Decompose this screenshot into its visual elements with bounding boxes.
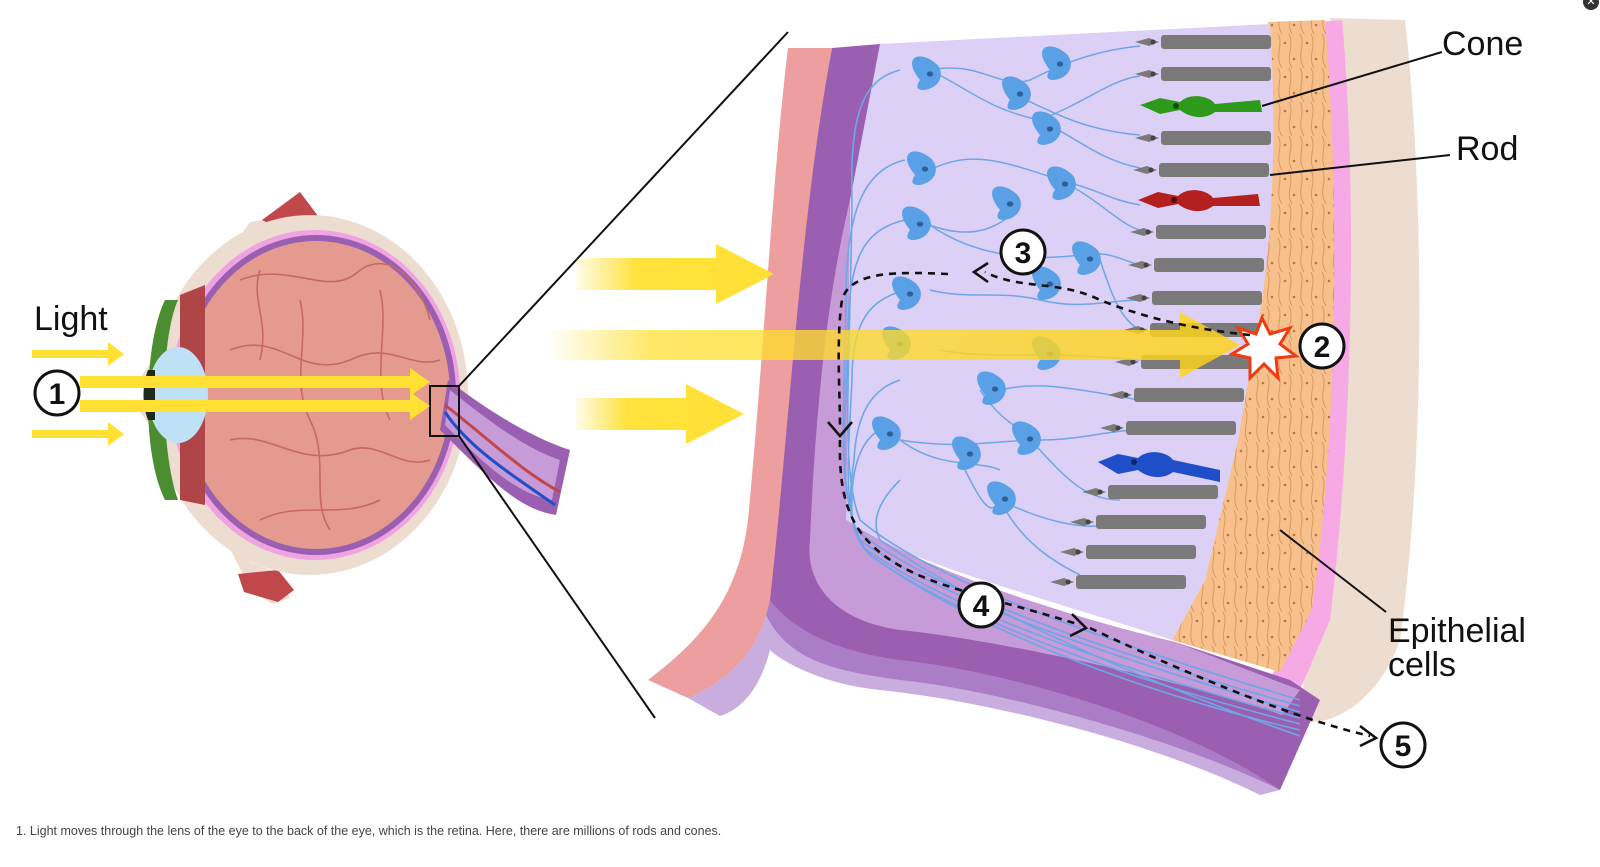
caption: 1. Light moves through the lens of the e… [16, 824, 722, 838]
step-3-marker: 3 [999, 228, 1047, 276]
cone-blue [1098, 452, 1220, 482]
leader-lines [1261, 51, 1451, 613]
svg-text:4: 4 [973, 590, 990, 623]
svg-text:1: 1 [49, 378, 66, 411]
light-beams-retina [548, 244, 1240, 444]
light-label: Light [34, 300, 108, 338]
close-icon[interactable]: ✕ [1583, 0, 1599, 10]
svg-text:2: 2 [1314, 331, 1331, 364]
cone-label: Cone [1442, 25, 1523, 63]
signal-path [837, 270, 1371, 738]
retina-diagram: 1 2 3 4 5 Light Cone Rod Epithelial cell… [32, 18, 1526, 795]
step-2-marker: 2 [1298, 322, 1346, 370]
cone-red [1138, 190, 1260, 212]
step-1-marker: 1 [33, 369, 81, 417]
step-markers: 1 2 3 4 5 [33, 228, 1427, 769]
cells-label: cells [1388, 646, 1456, 684]
step-5-marker: 5 [1379, 721, 1427, 769]
retina-cross-section [648, 18, 1420, 795]
epithelial-label: Epithelial [1388, 612, 1526, 650]
rod-label: Rod [1456, 130, 1518, 168]
eye-illustration [140, 31, 789, 719]
cone-green [1140, 96, 1262, 118]
svg-text:5: 5 [1395, 730, 1412, 763]
flash-icon [1228, 314, 1300, 383]
step-4-marker: 4 [957, 581, 1005, 629]
signal-arrowheads [827, 261, 1379, 748]
light-arrows-eye [32, 342, 430, 446]
svg-text:3: 3 [1015, 237, 1032, 270]
